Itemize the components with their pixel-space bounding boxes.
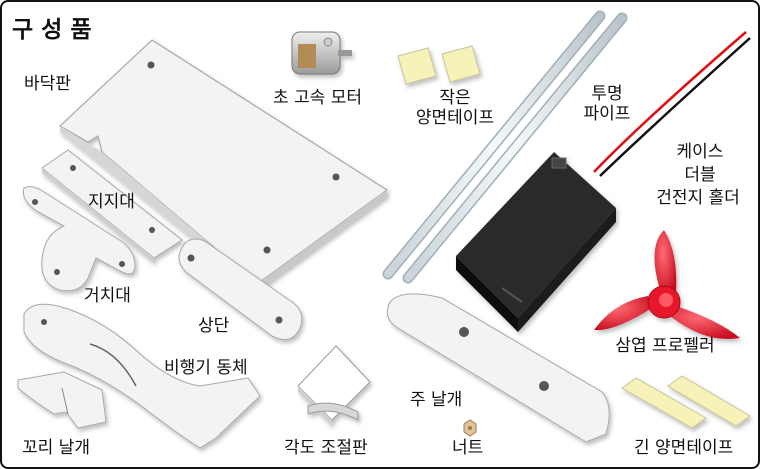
fuselage-part bbox=[23, 303, 261, 449]
top-plate-part bbox=[178, 238, 303, 341]
small-tape-label-line1: 작은 bbox=[439, 88, 471, 108]
holder-label-line2: 더블 bbox=[684, 165, 716, 185]
mount-label: 거치대 bbox=[84, 286, 131, 306]
tail-wing-part bbox=[17, 371, 107, 429]
motor-part bbox=[291, 31, 352, 75]
small-tape-part bbox=[397, 45, 481, 85]
support-part bbox=[41, 149, 183, 263]
angle-plate-part bbox=[297, 345, 371, 426]
holder-label-line3: 건전지 홀더 bbox=[656, 188, 740, 208]
top-plate-label: 상단 bbox=[198, 316, 230, 336]
small-tape-label-line2: 양면테이프 bbox=[415, 108, 495, 128]
holder-label-line1: 케이스 bbox=[676, 142, 724, 162]
long-tape-part bbox=[621, 375, 751, 429]
base-plate-label: 바닥판 bbox=[24, 74, 71, 94]
nut-part bbox=[463, 419, 477, 437]
holder-wires bbox=[593, 31, 751, 177]
propeller-label: 삼엽 프로펠러 bbox=[615, 336, 715, 356]
mount-part bbox=[22, 186, 136, 292]
page-title: 구 성 품 bbox=[12, 17, 92, 43]
main-wing-label: 주 날개 bbox=[410, 390, 463, 410]
pipe-part bbox=[382, 10, 628, 284]
fuselage-label: 비행기 동체 bbox=[164, 358, 248, 378]
pipe-label-line1: 투명 bbox=[591, 84, 623, 104]
motor-label: 초 고속 모터 bbox=[273, 88, 363, 108]
nut-label: 너트 bbox=[452, 438, 484, 458]
propeller-part bbox=[594, 230, 740, 340]
long-tape-label: 긴 양면테이프 bbox=[634, 438, 734, 458]
main-wing-part bbox=[386, 293, 610, 443]
battery-holder-part bbox=[456, 152, 616, 332]
tail-wing-label: 꼬리 날개 bbox=[22, 438, 90, 458]
pipe-label-line2: 파이프 bbox=[583, 104, 631, 124]
angle-plate-label: 각도 조절판 bbox=[284, 438, 368, 458]
support-label: 지지대 bbox=[88, 192, 135, 212]
